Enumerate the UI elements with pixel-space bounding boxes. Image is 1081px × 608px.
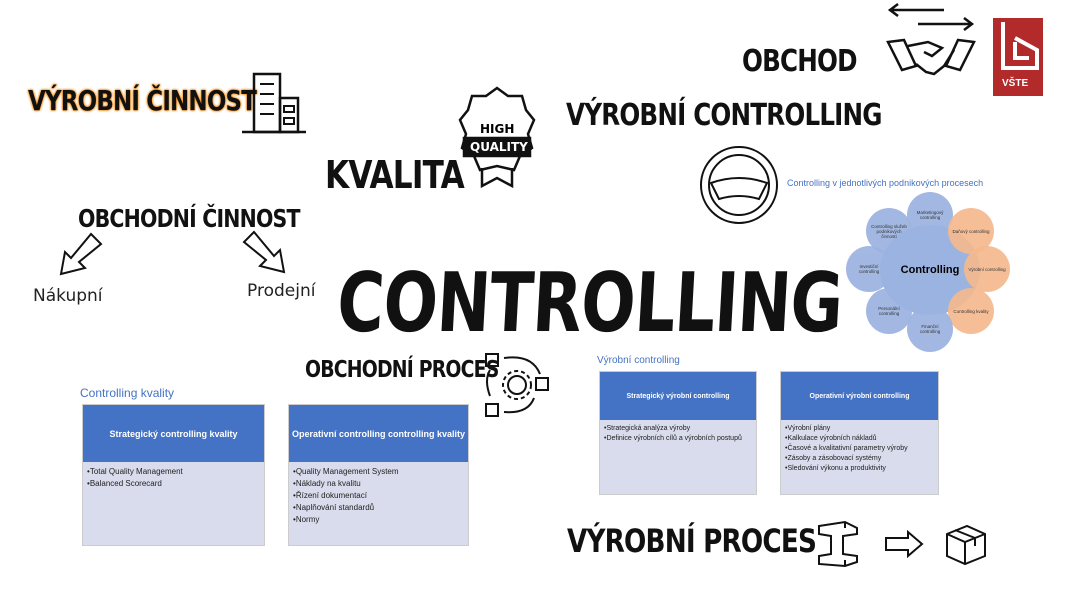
controlling-diagram: Controlling Marketingový controlling Daň… xyxy=(840,190,1020,355)
quality-operative-box: Operativní controlling controlling kvali… xyxy=(288,404,469,546)
diagram-node: Výrobní controlling xyxy=(964,246,1010,292)
steel-beam-icon xyxy=(815,520,861,573)
diagram-title: Controlling v jednotlivých podnikových p… xyxy=(787,178,984,188)
badge-quality: QUALITY xyxy=(470,140,528,154)
package-box-icon xyxy=(943,522,989,573)
steering-wheel-icon xyxy=(697,143,781,227)
diagram-node: Controlling služeb podnikových činností xyxy=(866,208,912,254)
diagram-node: Finanční controlling xyxy=(907,306,953,352)
quality-section-title: Controlling kvality xyxy=(80,386,175,400)
list-item: Balanced Scorecard xyxy=(87,478,260,490)
label-vyrobni-controlling: VÝROBNÍ CONTROLLING xyxy=(566,98,882,133)
diagram-node: Personální controlling xyxy=(866,288,912,334)
box-head: Operativní controlling controlling kvali… xyxy=(289,405,468,462)
diagram-center-label: Controlling xyxy=(900,264,960,276)
list-item: Definice výrobních cílů a výrobních post… xyxy=(604,434,752,444)
list-item: Výrobní plány xyxy=(785,424,934,434)
main-title-controlling: CONTROLLING xyxy=(334,256,845,351)
process-gear-icon xyxy=(482,350,552,420)
arrow-down-right-icon xyxy=(240,230,290,283)
vste-logo: VŠTE xyxy=(993,18,1043,96)
badge-high: HIGH xyxy=(480,122,515,136)
box-head: Strategický controlling kvality xyxy=(83,405,264,462)
list-item: Quality Management System xyxy=(293,466,464,478)
list-item: Zásoby a zásobovací systémy xyxy=(785,454,934,464)
list-item: Naplňování standardů xyxy=(293,502,464,514)
label-kvalita: KVALITA xyxy=(325,153,465,197)
label-vyrobni-proces: VÝROBNÍ PROCES xyxy=(567,522,817,560)
handshake-icon xyxy=(884,0,978,82)
building-icon xyxy=(240,68,308,136)
production-operative-box: Operativní výrobní controlling Výrobní p… xyxy=(780,371,939,495)
label-obchodni-proces: OBCHODNÍ PROCES xyxy=(305,357,499,383)
box-head: Strategický výrobní controlling xyxy=(600,372,756,420)
label-obchod: OBCHOD xyxy=(742,44,858,79)
list-item: Náklady na kvalitu xyxy=(293,478,464,490)
box-head: Operativní výrobní controlling xyxy=(781,372,938,420)
list-item: Sledování výkonu a produktivity xyxy=(785,464,934,474)
logo-text: VŠTE xyxy=(1002,78,1029,89)
list-item: Řízení dokumentací xyxy=(293,490,464,502)
label-prodejni: Prodejní xyxy=(247,281,316,301)
label-obchodni-cinnost: OBCHODNÍ ČINNOST xyxy=(78,204,300,233)
label-nakupni: Nákupní xyxy=(33,286,103,306)
list-item: Total Quality Management xyxy=(87,466,260,478)
production-section-title: Výrobní controlling xyxy=(597,355,680,366)
arrow-right-icon xyxy=(884,529,924,563)
arrow-down-left-icon xyxy=(55,232,105,285)
list-item: Kalkulace výrobních nákladů xyxy=(785,434,934,444)
production-strategic-box: Strategický výrobní controlling Strategi… xyxy=(599,371,757,495)
quality-strategic-box: Strategický controlling kvality Total Qu… xyxy=(82,404,265,546)
label-vyrobni-cinnost: VÝROBNÍ ČINNOST xyxy=(28,84,257,117)
quality-badge-icon: HIGH QUALITY xyxy=(458,84,536,189)
diagram-node: Marketingový controlling xyxy=(907,192,953,238)
list-item: Časové a kvalitativní parametry výroby xyxy=(785,444,934,454)
diagram-node: Investiční controlling xyxy=(846,246,892,292)
diagram-node: Controlling kvality xyxy=(948,288,994,334)
list-item: Normy xyxy=(293,514,464,526)
list-item: Strategická analýza výroby xyxy=(604,424,752,434)
